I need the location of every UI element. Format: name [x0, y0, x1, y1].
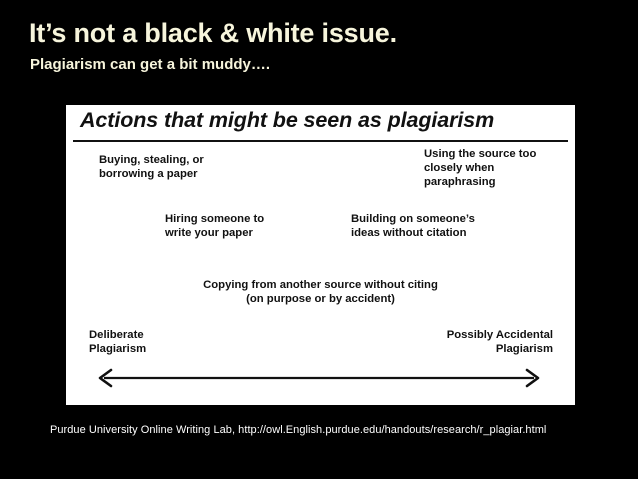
double-headed-arrow-icon [94, 367, 544, 389]
figure-label-buying: Buying, stealing, or borrowing a paper [99, 154, 204, 182]
figure-label-copying-line1: Copying from another source without citi… [203, 279, 438, 291]
figure-label-hiring-line2: write your paper [165, 226, 253, 239]
spectrum-label-deliberate-line2: Plagiarism [89, 342, 147, 355]
figure-label-hiring-line1: Hiring someone to [165, 213, 265, 225]
source-citation: Purdue University Online Writing Lab, ht… [50, 424, 547, 436]
figure-label-paraphrasing-line3: paraphrasing [424, 175, 496, 188]
figure-label-buying-line1: Buying, stealing, or [99, 154, 204, 166]
figure-label-hiring: Hiring someone to write your paper [165, 213, 264, 241]
page-title: It’s not a black & white issue. [29, 18, 397, 48]
figure-label-paraphrasing-line2: closely when [424, 161, 495, 174]
figure-label-building: Building on someone’s ideas without cita… [351, 213, 475, 241]
spectrum-label-deliberate: Deliberate Plagiarism [89, 329, 146, 357]
figure-panel: Actions that might be seen as plagiarism… [66, 105, 575, 405]
figure-label-copying: Copying from another source without citi… [66, 279, 575, 307]
figure-label-paraphrasing: Using the source too closely when paraph… [424, 148, 536, 189]
figure-heading: Actions that might be seen as plagiarism [80, 108, 495, 132]
spectrum-label-accidental-line2: Plagiarism [495, 342, 553, 355]
spectrum-label-deliberate-line1: Deliberate [89, 329, 144, 341]
figure-label-buying-line2: borrowing a paper [99, 167, 198, 180]
spectrum-label-accidental: Possibly Accidental Plagiarism [447, 329, 553, 357]
figure-heading-divider [73, 140, 568, 142]
figure-label-building-line2: ideas without citation [351, 226, 467, 239]
figure-label-paraphrasing-line1: Using the source too [424, 148, 537, 160]
page-subtitle: Plagiarism can get a bit muddy…. [30, 56, 271, 73]
figure-label-copying-line2: (on purpose or by accident) [246, 292, 395, 305]
spectrum-label-accidental-line1: Possibly Accidental [446, 329, 553, 341]
figure-label-building-line1: Building on someone’s [351, 213, 475, 225]
